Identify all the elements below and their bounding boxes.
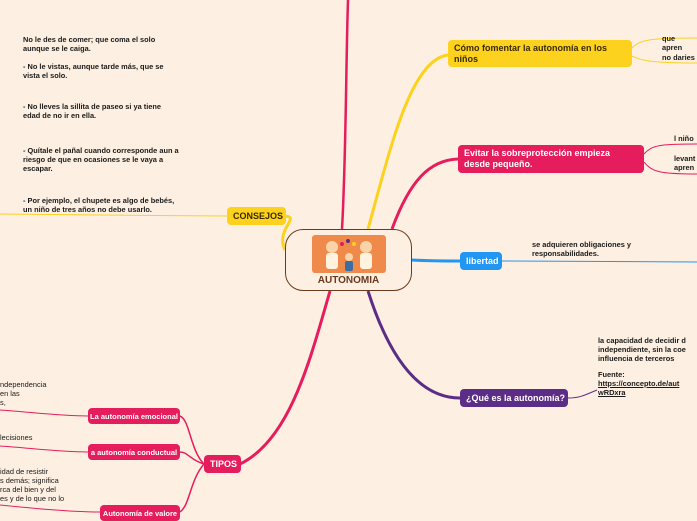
tipo-valores-label: Autonomía de valore	[102, 508, 178, 518]
que-es-source-label: Fuente:	[598, 370, 625, 379]
consejo-3: - Quítale el pañal cuando corresponde au…	[23, 146, 179, 173]
branch-tipos[interactable]: TIPOS	[204, 455, 241, 473]
tipo-conductual-label: a autonomía conductual	[90, 447, 178, 457]
tipo-valores-note: idad de resistir s demás; significa rca …	[0, 467, 65, 503]
tipo-emocional[interactable]: La autonomía emocional	[88, 408, 180, 424]
branch-evitar-label: Evitar la sobreprotección empieza desde …	[464, 148, 611, 169]
tipo-emocional-label: La autonomía emocional	[90, 411, 178, 421]
que-es-definition: la capacidad de decidir d independiente,…	[598, 336, 686, 363]
branch-que-es[interactable]: ¿Qué es la autonomía?	[460, 389, 568, 407]
branch-libertad[interactable]: libertad	[460, 252, 502, 270]
tipo-emocional-note: ndependencia en las s,	[0, 380, 47, 407]
fomentar-child-2: no daries	[662, 53, 695, 62]
tipo-conductual[interactable]: a autonomía conductual	[88, 444, 180, 460]
tipo-conductual-note: lecisiones	[0, 433, 33, 442]
consejo-4: - Por ejemplo, el chupete es algo de beb…	[23, 196, 175, 214]
branch-evitar[interactable]: Evitar la sobreprotección empieza desde …	[458, 145, 644, 173]
branch-fomentar[interactable]: Cómo fomentar la autonomía en los niños	[448, 40, 632, 67]
branch-tipos-label: TIPOS	[210, 458, 238, 469]
evitar-child-2: levant apren	[674, 154, 696, 172]
central-topic[interactable]: AUTONOMIA	[285, 229, 412, 291]
que-es-source-link[interactable]: https://concepto.de/aut wRDxra	[598, 379, 680, 397]
evitar-child-1: l niño	[674, 134, 694, 143]
consejo-1: No le des de comer; que coma el solo aun…	[23, 35, 164, 80]
central-topic-title: AUTONOMIA	[317, 275, 380, 286]
family-illustration-icon	[312, 235, 386, 273]
branch-libertad-label: libertad	[466, 255, 499, 266]
branch-que-es-label: ¿Qué es la autonomía?	[466, 392, 566, 403]
tipo-valores[interactable]: Autonomía de valore	[100, 505, 180, 521]
fomentar-child-1: que apren	[662, 34, 683, 52]
consejo-2: - No lleves la sillita de paseo si ya ti…	[23, 102, 162, 120]
libertad-note: se adquieren obligaciones y responsabili…	[532, 240, 631, 258]
branch-fomentar-label: Cómo fomentar la autonomía en los niños	[454, 42, 608, 64]
branch-consejos[interactable]: CONSEJOS	[227, 207, 286, 225]
branch-consejos-label: CONSEJOS	[233, 210, 284, 221]
